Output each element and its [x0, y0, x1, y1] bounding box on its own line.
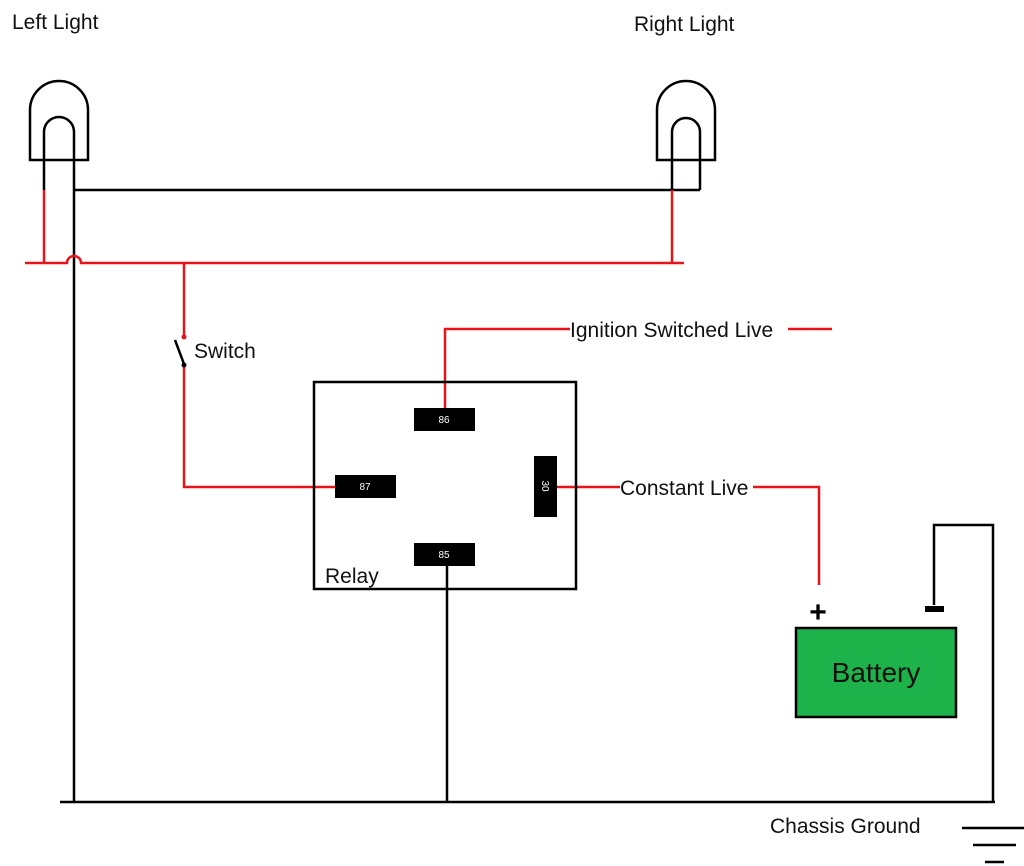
constant-live-label: Constant Live — [620, 477, 748, 500]
relay-pin-85: 85 — [414, 543, 475, 566]
battery-label: Battery — [832, 657, 921, 688]
right-bulb-icon — [655, 79, 717, 190]
left-light-label: Left Light — [12, 11, 99, 34]
ground-wiring — [60, 188, 995, 804]
relay-pin-87: 87 — [335, 475, 396, 498]
relay-label: Relay — [325, 565, 379, 588]
battery-icon: Battery + — [794, 596, 958, 719]
switch-icon — [173, 334, 187, 368]
ignition-switched-live-label: Ignition Switched Live — [570, 319, 773, 342]
switch-label: Switch — [194, 340, 256, 363]
relay-pin-86: 86 — [414, 408, 475, 431]
svg-text:85: 85 — [438, 550, 450, 561]
chassis-ground-label: Chassis Ground — [770, 815, 921, 838]
relay-pin-30: 30 — [534, 456, 557, 517]
svg-text:86: 86 — [438, 415, 450, 426]
relay: 86 87 30 85 Relay — [312, 380, 578, 591]
left-bulb-icon — [28, 79, 90, 190]
live-wiring — [25, 190, 832, 585]
svg-text:87: 87 — [359, 482, 371, 493]
battery-negative-terminal — [925, 606, 944, 612]
right-light-label: Right Light — [634, 13, 735, 36]
svg-text:30: 30 — [539, 480, 550, 492]
battery-positive-terminal: + — [809, 596, 827, 629]
ground-symbol-icon — [962, 826, 1024, 864]
